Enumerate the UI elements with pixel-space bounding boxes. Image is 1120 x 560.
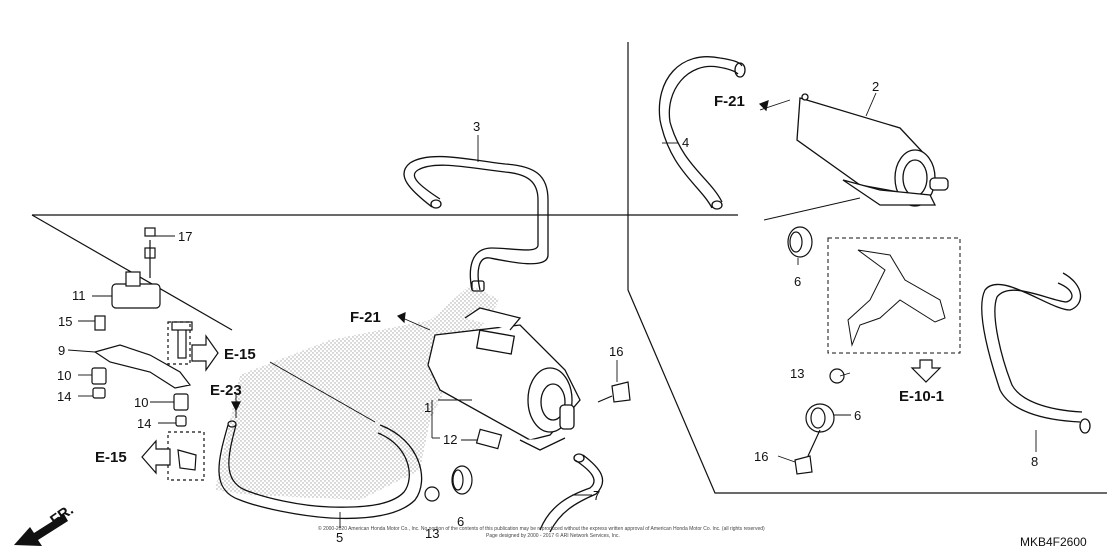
- ref-e10-1: E-10-1: [899, 388, 944, 405]
- hose-5: [218, 420, 423, 520]
- part-label-10b: 10: [134, 395, 148, 410]
- part-label-1: 1: [424, 400, 431, 415]
- part-label-5: 5: [336, 530, 343, 545]
- valve-assembly: [91, 227, 205, 481]
- copyright-line-2: Page designed by 2000 - 2017 © ARI Netwo…: [486, 532, 620, 539]
- part-label-3: 3: [473, 119, 480, 134]
- part-label-17: 17: [178, 229, 192, 244]
- part-label-8: 8: [1031, 454, 1038, 469]
- part-label-11: 11: [72, 288, 86, 303]
- ref-e23: E-23: [210, 382, 242, 399]
- part-label-13b: 13: [790, 366, 804, 381]
- part-label-16a: 16: [609, 344, 623, 359]
- diagram-code: MKB4F2600: [1020, 535, 1087, 549]
- grommets-bolts: [424, 226, 845, 502]
- front-arrow: [14, 514, 68, 546]
- part-label-6a: 6: [457, 514, 464, 529]
- canister-1: [427, 307, 581, 451]
- part-label-9: 9: [58, 343, 65, 358]
- hose-4: [658, 56, 746, 210]
- part-label-12: 12: [443, 432, 457, 447]
- bracket-box: [827, 237, 961, 354]
- part-label-2: 2: [872, 79, 879, 94]
- ref-e15-lower: E-15: [95, 449, 127, 466]
- hose-8: [981, 272, 1091, 434]
- copyright-line-1: © 2000-2020 American Honda Motor Co., In…: [318, 525, 765, 532]
- ref-e15-upper: E-15: [224, 346, 256, 363]
- part-label-15: 15: [58, 314, 72, 329]
- hose-3: [403, 155, 549, 292]
- part-label-13a: 13: [425, 526, 439, 541]
- part-label-4: 4: [682, 135, 689, 150]
- ref-f21-right: F-21: [714, 93, 745, 110]
- part-label-6c: 6: [854, 408, 861, 423]
- shading: [215, 285, 500, 500]
- part-label-16b: 16: [754, 449, 768, 464]
- part-label-7: 7: [593, 488, 600, 503]
- part-label-6b: 6: [794, 274, 801, 289]
- part-label-14b: 14: [137, 416, 151, 431]
- leader-lines: [67, 92, 1037, 528]
- part-label-14a: 14: [57, 389, 71, 404]
- reference-labels: E-15 E-15 E-23 F-21 F-21 E-10-1: [95, 93, 944, 466]
- ref-f21-left: F-21: [350, 309, 381, 326]
- part-label-10a: 10: [57, 368, 71, 383]
- canister-2: [796, 93, 949, 207]
- hose-7: [539, 453, 604, 533]
- part-labels: 3 2 4 17 11 15 9 10 14 10 14 1 12 5 13 6…: [57, 79, 1038, 545]
- arrows: [141, 100, 942, 475]
